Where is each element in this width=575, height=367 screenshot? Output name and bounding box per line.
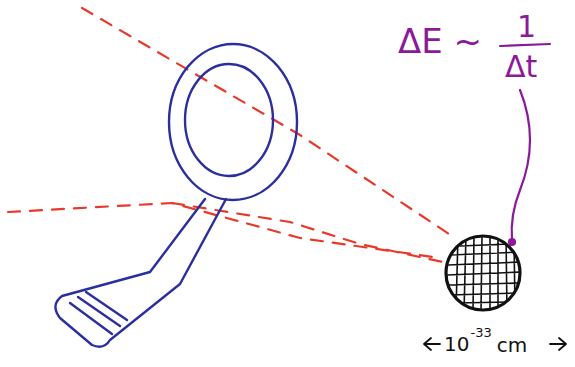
denominator: Δt <box>505 52 537 82</box>
length-exponent: -33 <box>470 326 491 339</box>
lens-rim-inner <box>185 64 273 176</box>
left-arrow <box>424 338 440 350</box>
length-unit: cm <box>497 335 527 355</box>
magnifying-glass <box>55 44 297 347</box>
pointer-curve <box>512 90 530 240</box>
grip-stripe <box>70 303 112 334</box>
light-rays <box>8 8 452 262</box>
hatched-ball <box>446 235 522 312</box>
right-arrow <box>550 338 566 350</box>
pointer <box>500 44 550 245</box>
ball-outline <box>446 236 520 310</box>
length-value: 10 <box>444 334 469 354</box>
fraction-bar <box>500 44 550 46</box>
pointer-dot <box>509 239 515 245</box>
light-ray <box>172 203 443 262</box>
energy-uncertainty: ΔE ~ <box>398 24 482 58</box>
light-ray <box>82 8 452 236</box>
numerator: 1 <box>517 12 536 42</box>
handle <box>55 199 226 347</box>
lens-rim-outer <box>169 44 297 200</box>
grip-stripe <box>86 292 127 320</box>
